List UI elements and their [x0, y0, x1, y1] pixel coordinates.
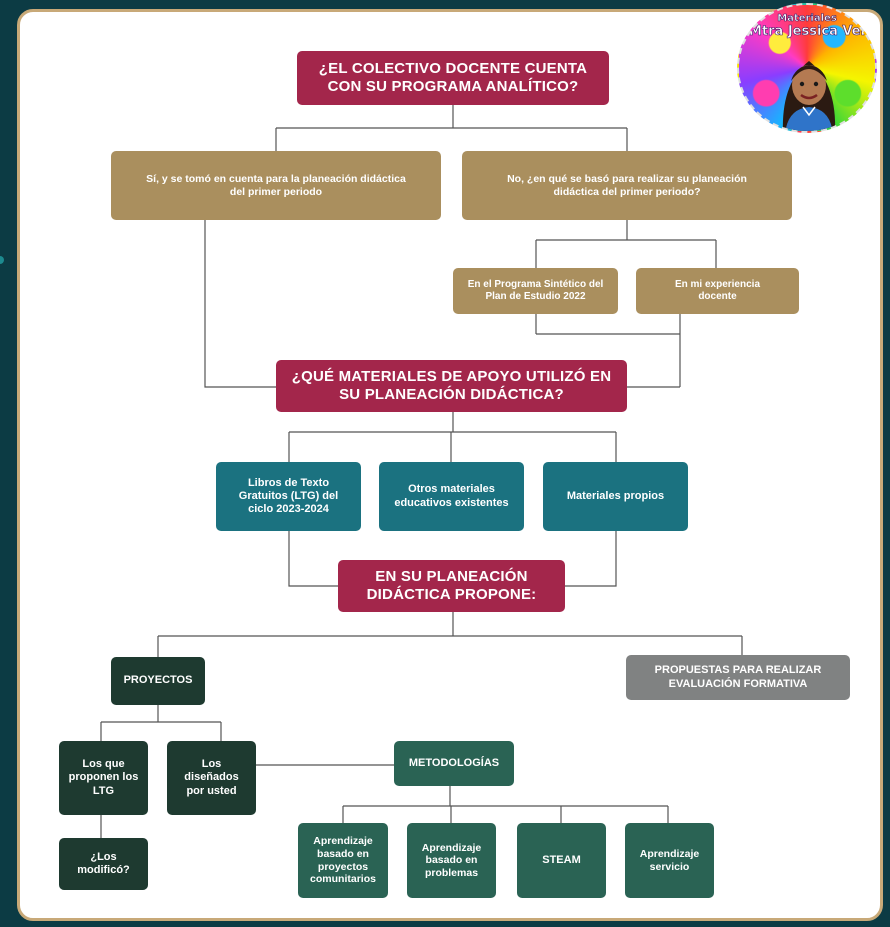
method-proyectos-comunitarios: Aprendizaje basado en proyectos comunita… [298, 823, 388, 898]
connector [204, 220, 276, 388]
connector [535, 220, 717, 268]
question-programa-analitico: ¿EL COLECTIVO DOCENTE CUENTA CON SU PROG… [297, 51, 609, 105]
connector [342, 786, 669, 823]
question-propone: EN SU PLANEACIÓN DIDÁCTICA PROPONE: [338, 560, 565, 612]
connector [535, 314, 681, 388]
node-proyectos: PROYECTOS [111, 657, 205, 705]
node-modifico: ¿Los modificó? [59, 838, 148, 890]
answer-no: No, ¿en qué se basó para realizar su pla… [462, 151, 792, 220]
method-servicio: Aprendizaje servicio [625, 823, 714, 898]
node-propuestas-evaluacion: PROPUESTAS PARA REALIZAR EVALUACIÓN FORM… [626, 655, 850, 700]
node-disenados: Los diseñados por usted [167, 741, 256, 815]
badge-line1: Materiales [777, 13, 837, 25]
connector [100, 705, 222, 741]
avatar-icon [782, 61, 836, 131]
method-problemas: Aprendizaje basado en problemas [407, 823, 496, 898]
node-metodologias: METODOLOGÍAS [394, 741, 514, 786]
connector [288, 531, 617, 587]
connector [157, 612, 743, 657]
author-badge: Materiales Mtra Jessica Vel [737, 3, 877, 133]
badge-line2: Mtra Jessica Vel [748, 23, 866, 39]
method-steam: STEAM [517, 823, 606, 898]
material-otros: Otros materiales educativos existentes [379, 462, 524, 531]
node-ltg-proponen: Los que proponen los LTG [59, 741, 148, 815]
material-ltg: Libros de Texto Gratuitos (LTG) del cicl… [216, 462, 361, 531]
answer-yes: Sí, y se tomó en cuenta para la planeaci… [111, 151, 441, 220]
question-materiales-apoyo: ¿QUÉ MATERIALES DE APOYO UTILIZÓ EN SU P… [276, 360, 627, 412]
material-propios: Materiales propios [543, 462, 688, 531]
badge-title: Materiales Mtra Jessica Vel [739, 13, 875, 39]
option-experiencia-docente: En mi experiencia docente [636, 268, 799, 314]
connector [288, 412, 617, 462]
side-dot [0, 256, 4, 264]
connector [275, 105, 628, 151]
option-programa-sintetico: En el Programa Sintético del Plan de Est… [453, 268, 618, 314]
